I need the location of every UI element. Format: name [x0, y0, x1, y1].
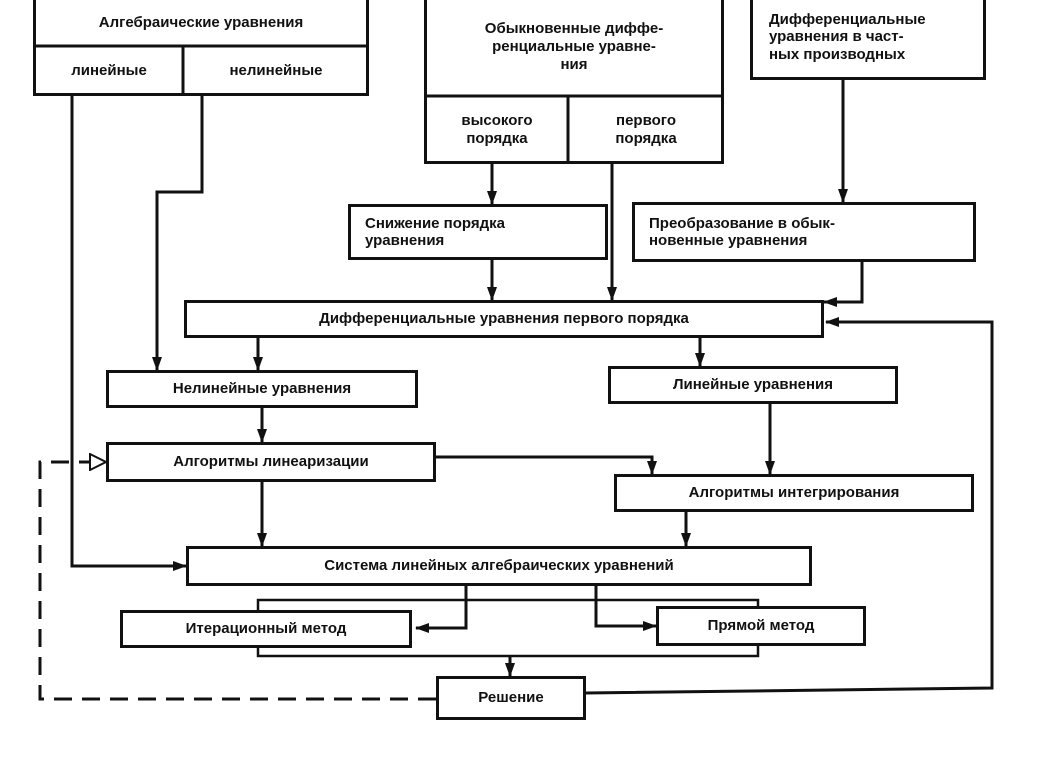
direct-method-block: Прямой метод [656, 606, 866, 646]
transform-to-ode-label: Преобразование в обык- новенные уравнени… [649, 214, 835, 249]
nonlinear-equations-block: Нелинейные уравнения [106, 370, 418, 408]
linearization-algorithms-label: Алгоритмы линеаризации [173, 453, 369, 471]
iterative-method-label: Итерационный метод [185, 620, 347, 638]
first-order-de-label: Дифференциальные уравнения первого поряд… [319, 310, 689, 328]
algebraic-equations-title: Алгебраические уравнения [98, 14, 304, 31]
nonlinear-equations-label: Нелинейные уравнения [172, 380, 352, 398]
arrow-nonlinear-to-nonlinear-eq [152, 96, 204, 371]
arrow-solution-to-de-feedback [585, 317, 994, 695]
pde-title: Дифференциальные уравнения в част- ных п… [769, 11, 926, 63]
direct-method-label: Прямой метод [707, 617, 815, 635]
first-order-cell: первого порядка [615, 112, 677, 147]
linear-algebraic-cell: линейные [71, 62, 147, 79]
solution-label: Решение [478, 689, 544, 707]
linear-system-block: Система линейных алгебраических уравнени… [186, 546, 812, 586]
ode-block [424, 0, 724, 164]
linear-equations-block: Линейные уравнения [608, 366, 898, 404]
integration-algorithms-label: Алгоритмы интегрирования [688, 484, 900, 502]
nonlinear-algebraic-cell: нелинейные [229, 62, 323, 79]
algebraic-equations-block [33, 0, 369, 96]
linear-equations-label: Линейные уравнения [672, 376, 834, 394]
arrow-transform-to-de [823, 262, 864, 307]
arrow-solution-to-linearization-dashed [38, 462, 436, 701]
pde-block: Дифференциальные уравнения в част- ных п… [750, 0, 986, 80]
transform-to-ode-block: Преобразование в обык- новенные уравнени… [632, 202, 976, 262]
linear-system-label: Система линейных алгебраических уравнени… [324, 557, 674, 575]
first-order-de-block: Дифференциальные уравнения первого поряд… [184, 300, 824, 338]
order-reduction-label: Снижение порядка уравнения [365, 214, 505, 249]
arrow-linear-to-system [70, 96, 187, 571]
integration-algorithms-block: Алгоритмы интегрирования [614, 474, 974, 512]
ode-title: Обыкновенные диффе- ренциальные уравне- … [484, 20, 664, 73]
solution-block: Решение [436, 676, 586, 720]
arrow-system-to-direct [594, 586, 657, 631]
iterative-method-block: Итерационный метод [120, 610, 412, 648]
order-reduction-block: Снижение порядка уравнения [348, 204, 608, 260]
high-order-cell: высокого порядка [461, 112, 533, 147]
arrow-linearization-to-integration [436, 455, 657, 475]
arrow-system-to-iterative [415, 586, 468, 633]
linearization-algorithms-block: Алгоритмы линеаризации [106, 442, 436, 482]
